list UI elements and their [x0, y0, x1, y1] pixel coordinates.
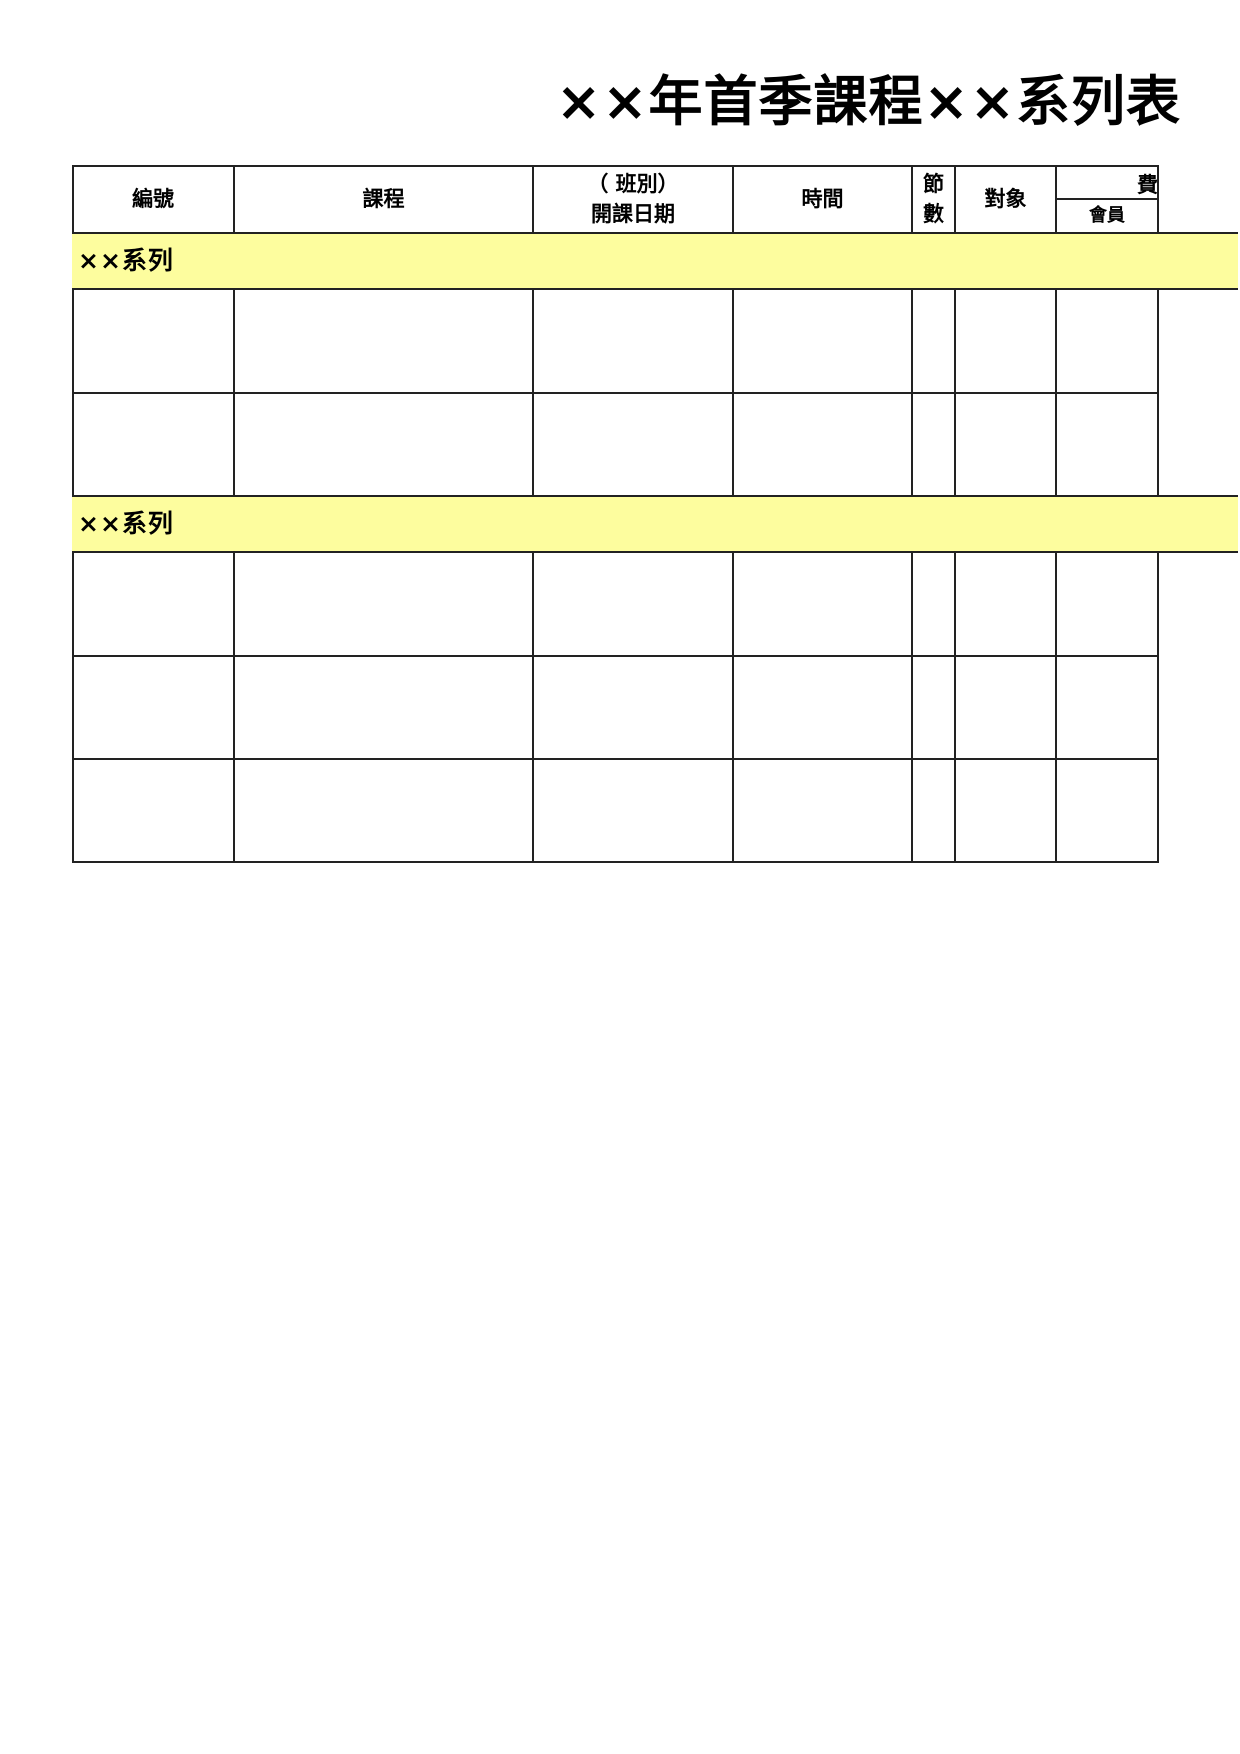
grid-line-row [72, 392, 1158, 394]
grid-col-4 [911, 553, 913, 863]
section-label-2: ××系列 [78, 509, 174, 538]
grid-col-6 [1055, 553, 1057, 863]
grid-col-2 [532, 553, 534, 863]
grid-line-fee-divider [1056, 198, 1158, 200]
header-member: 會員 [1089, 204, 1125, 226]
grid-col-2 [532, 290, 534, 496]
grid-line-top [72, 165, 1158, 167]
grid-col-1 [233, 290, 235, 496]
page-title: ××年首季課程××系列表 [556, 70, 1181, 133]
grid-col-2 [532, 165, 534, 233]
header-sessions-line2: 數 [923, 202, 944, 226]
section-band-1 [72, 232, 1238, 290]
grid-line-row [72, 758, 1158, 760]
grid-col-5 [954, 290, 956, 496]
grid-col-6 [1055, 290, 1057, 496]
grid-col-5 [954, 553, 956, 863]
grid-col-7 [1157, 165, 1159, 233]
grid-col-7 [1157, 553, 1159, 863]
grid-col-1 [233, 165, 235, 233]
grid-col-5 [954, 165, 956, 233]
header-course: 課程 [362, 186, 405, 211]
header-sessions: 節 數 [912, 165, 955, 233]
header-target: 對象 [984, 186, 1027, 211]
header-class-date: （ 班別） 開課日期 [533, 165, 733, 233]
grid-col-4 [911, 165, 913, 233]
grid-col-0 [72, 553, 74, 863]
course-table: 編號 課程 （ 班別） 開課日期 時間 節 數 對象 費 會員 ××系列 ××系… [72, 165, 1238, 865]
header-time: 時間 [801, 186, 844, 211]
grid-col-3 [732, 165, 734, 233]
grid-col-0 [72, 290, 74, 496]
header-sessions-line1: 節 [923, 171, 944, 196]
header-number: 編號 [132, 186, 174, 211]
grid-col-6 [1055, 165, 1057, 233]
grid-line-row [72, 655, 1158, 657]
grid-col-3 [732, 290, 734, 496]
grid-col-7 [1157, 290, 1159, 496]
header-class-line1: （ 班別） [587, 171, 679, 196]
header-class-line2: 開課日期 [591, 202, 675, 226]
grid-col-3 [732, 553, 734, 863]
section-band-2 [72, 495, 1238, 553]
section-label-1: ××系列 [78, 246, 174, 275]
header-fee: 費 [1137, 173, 1158, 197]
grid-col-0 [72, 165, 74, 233]
grid-col-4 [911, 290, 913, 496]
grid-col-1 [233, 553, 235, 863]
grid-line-bottom [72, 861, 1158, 863]
